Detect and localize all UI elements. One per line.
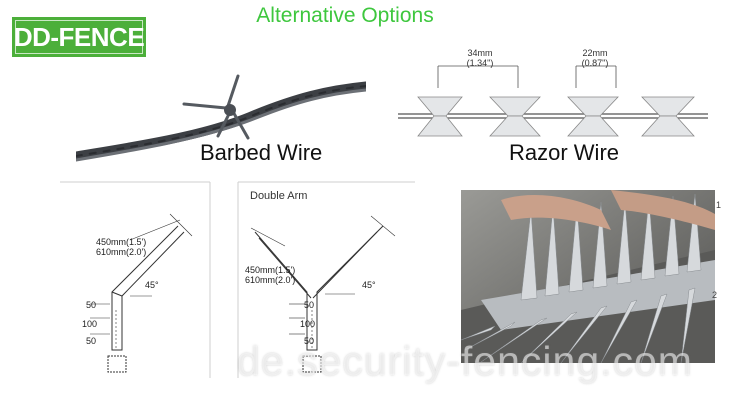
razor-dim-1-mm: 34mm (467, 48, 493, 58)
drawing-frames (60, 181, 415, 378)
double-arm-len2: 610mm(2.0') (245, 275, 296, 285)
logo-text: DD-FENCE (13, 22, 145, 52)
page-title: Alternative Options (256, 4, 434, 27)
razor-dim-2-mm: 22mm (582, 48, 608, 58)
double-arm-lengths: 450mm(1.5') 610mm(2.0') (245, 265, 295, 285)
double-arm-d-mid: 100 (300, 319, 316, 329)
double-arm-drawing (250, 215, 396, 373)
single-arm-d-bot: 50 (86, 336, 97, 346)
single-arm-lengths: 450mm(1.5') 610mm(2.0') (96, 237, 146, 257)
razor-wire-diagram (398, 65, 708, 137)
photo-side-tick-1: 1 (716, 200, 722, 210)
single-arm-d-mid: 100 (82, 319, 98, 329)
watermark-text: de.security-fencing.com (237, 338, 693, 384)
double-arm-d-bot: 50 (304, 336, 315, 346)
single-arm-d-top: 50 (86, 300, 97, 310)
barbed-wire-caption: Barbed Wire (200, 140, 323, 165)
double-arm-len1: 450mm(1.5') (245, 265, 296, 275)
single-arm-drawing (90, 213, 193, 373)
double-arm-angle: 45° (362, 280, 376, 290)
single-arm-angle: 45° (145, 280, 159, 290)
razor-dim-1-in: (1.34") (466, 58, 494, 68)
brand-logo: DD-FENCE (12, 17, 146, 57)
razor-dim-2-in: (0.87") (581, 58, 609, 68)
razor-wire-caption: Razor Wire (509, 140, 620, 165)
razor-dim-2: 22mm (0.87") (572, 48, 618, 68)
logo-border (15, 20, 143, 54)
double-arm-label: Double Arm (250, 190, 308, 202)
double-arm-d-top: 50 (304, 300, 315, 310)
single-arm-len2: 610mm(2.0') (96, 247, 147, 257)
wall-spikes-photo (461, 190, 715, 363)
photo-side-tick-2: 2 (712, 290, 718, 300)
barbed-wire-image (76, 74, 366, 162)
single-arm-len1: 450mm(1.5') (96, 237, 147, 247)
razor-dim-1: 34mm (1.34") (455, 48, 505, 68)
wall-spikes-illustration (461, 190, 715, 363)
